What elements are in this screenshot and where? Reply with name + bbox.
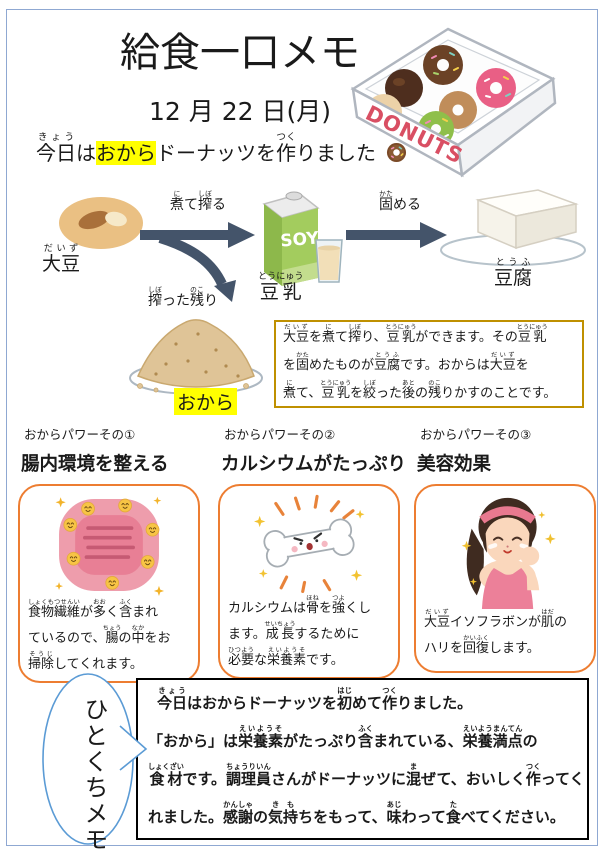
power-heading: カルシウムがたっぷり bbox=[221, 454, 407, 475]
intestine-illustration bbox=[55, 496, 165, 597]
arrow-right-icon bbox=[140, 222, 255, 248]
soybean-label: 大豆だいず bbox=[42, 244, 81, 275]
info-line: を固かためたものが豆腐とうふです。おからは大豆だいずを bbox=[283, 352, 529, 373]
tofu-label: 豆腐とうふ bbox=[493, 258, 532, 289]
donut-box-illustration: DONUTS bbox=[350, 27, 557, 178]
arrow-right-icon bbox=[346, 222, 447, 248]
memo-line: 「おから」は栄養素えいようそがたっぷり含ふくまれている、栄養満点えいようまんてん… bbox=[148, 724, 538, 750]
tofu-illustration bbox=[440, 189, 586, 266]
power-heading: 腸内環境を整える bbox=[21, 454, 169, 475]
intro-text: 今日きょうはおからドーナッツを作つくりました bbox=[36, 132, 376, 165]
okara-label: おから bbox=[174, 388, 238, 415]
power-tag: おからパワーその① bbox=[24, 427, 136, 442]
memo-line: 今日きょうはおからドーナッツを初はじめて作つくりました。 bbox=[157, 686, 473, 712]
power-card: 食物繊維しょくもつせんいが多おおく含ふくまれ ているので、腸ちょうの中なかをお … bbox=[18, 484, 200, 683]
bone-illustration bbox=[254, 494, 365, 593]
pressed-residue-label: 搾しぼった残のこり bbox=[148, 286, 218, 309]
power-text-line: ます。成長せいちょうするために bbox=[228, 621, 360, 642]
power-heading: 美容効果 bbox=[417, 454, 492, 475]
soymilk-label: 豆乳とうにゅう bbox=[258, 272, 304, 303]
power-column-2: おからパワーその② カルシウムがたっぷり bbox=[212, 424, 408, 679]
memo-box: 今日きょうはおからドーナッツを初はじめて作つくりました。 「おから」は栄養素えい… bbox=[136, 678, 589, 840]
power-tag: おからパワーその② bbox=[224, 427, 336, 442]
power-card: 大豆だいずイソフラボンが肌はだの ハリを回復かいふくします。 bbox=[414, 484, 596, 673]
power-text-line: 必要ひつような栄養素えいようそです。 bbox=[228, 647, 344, 668]
beauty-woman-illustration bbox=[461, 497, 556, 609]
page-title: 給食一口メモ bbox=[120, 30, 360, 76]
bubble-label: ひとくちメモ bbox=[80, 697, 108, 853]
power-text-line: 大豆だいずイソフラボンが肌はだの bbox=[424, 609, 568, 630]
power-text-line: 食物繊維しょくもつせんいが多おおく含ふくまれ bbox=[28, 599, 159, 620]
soybean-illustration bbox=[59, 197, 143, 249]
soy-milk-carton-illustration: SOY bbox=[262, 191, 343, 286]
okara-pile-illustration bbox=[129, 319, 263, 395]
speech-bubble bbox=[42, 673, 148, 845]
boil-press-label: 煮にて搾しぼる bbox=[170, 190, 226, 213]
soy-carton-text: SOY bbox=[280, 228, 321, 251]
power-column-1: おからパワーその① 腸内環境を整える bbox=[12, 424, 208, 683]
info-line: 煮にて、豆乳とうにゅうを絞しぼった後あとの残のこりかすのことです。 bbox=[283, 380, 557, 401]
power-column-3: おからパワーその③ 美容効果 bbox=[408, 424, 604, 673]
power-text-line: ているので、腸ちょうの中なかをお bbox=[28, 625, 171, 646]
power-text-line: カルシウムは骨ほねを強つよくし bbox=[228, 595, 372, 616]
intro-line: 今日きょうはおからドーナッツを作つくりました bbox=[36, 132, 407, 166]
power-text-line: 掃除そうじしてくれます。 bbox=[28, 651, 143, 672]
power-card: カルシウムは骨ほねを強つよくし ます。成長せいちょうするために 必要ひつような栄… bbox=[218, 484, 400, 679]
memo-line: れました。感謝かんしゃの気持きもちをもって、味あじわって食たべてください。 bbox=[148, 800, 565, 826]
memo-line: 食材しょくざいです。調理員ちょうりいんさんがドーナッツに混まぜて、おいしく作つく… bbox=[148, 762, 585, 788]
curved-arrow-icon bbox=[158, 234, 236, 302]
harden-label: 固かためる bbox=[379, 190, 421, 213]
info-line: 大豆だいずを煮にて搾しぼり、豆乳とうにゅうができます。その豆乳とうにゅう bbox=[283, 324, 548, 345]
power-tag: おからパワーその③ bbox=[420, 427, 532, 442]
okara-info-box: 大豆だいずを煮にて搾しぼり、豆乳とうにゅうができます。その豆乳とうにゅう を固か… bbox=[274, 320, 584, 408]
page-border-frame bbox=[6, 9, 598, 846]
power-text-line: ハリを回復かいふくします。 bbox=[424, 635, 540, 656]
donut-icon bbox=[387, 142, 407, 163]
date-text: 12 月 22 日(月) bbox=[149, 97, 331, 126]
